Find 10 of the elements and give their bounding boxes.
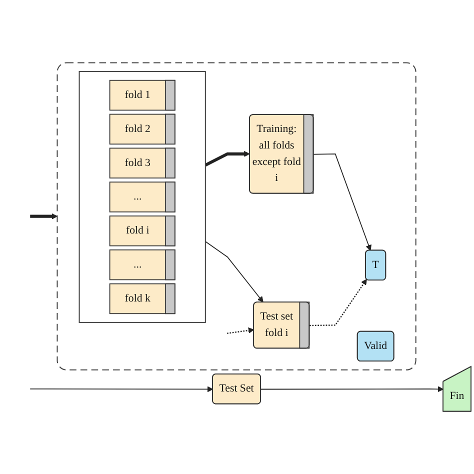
cluster — [56, 62, 416, 370]
arrow — [204, 241, 264, 302]
arrow — [310, 278, 367, 326]
cluster — [78, 71, 206, 323]
arrow — [260, 386, 444, 392]
arrow — [30, 213, 58, 220]
arrow — [204, 150, 250, 166]
arrow — [30, 386, 214, 392]
arrow — [313, 153, 372, 251]
arrow — [226, 327, 254, 334]
